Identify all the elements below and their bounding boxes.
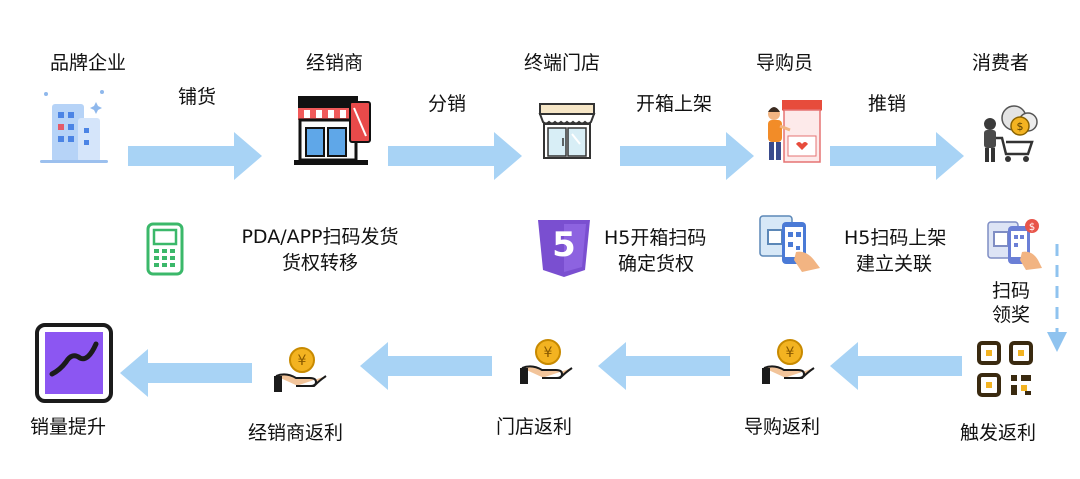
- html5-icon: 5: [536, 218, 592, 278]
- bottom-distributor-rebate-label: 经销商返利: [248, 422, 344, 444]
- node-distributor-label: 经销商: [306, 52, 364, 74]
- phone-reward-icon: $: [987, 219, 1042, 270]
- hand-coin-icon: ¥: [520, 339, 573, 384]
- arrow-stock: [128, 132, 262, 180]
- edge-stock-label: 铺货: [178, 86, 217, 108]
- edge-distribute-label: 分销: [428, 93, 467, 115]
- bottom-clerk-rebate-label: 导购返利: [744, 416, 821, 438]
- node-consumer-label: 消费者: [972, 52, 1030, 74]
- hand-coin-icon: ¥: [762, 339, 815, 384]
- bottom-store-rebate-label: 门店返利: [496, 416, 573, 438]
- arrow-left-3: [598, 342, 730, 390]
- pda-device-icon: [146, 222, 184, 276]
- chart-up-icon: [35, 323, 113, 403]
- bottom-trigger-rebate-label: 触发返利: [960, 422, 1037, 444]
- h5-open-text-line2: 确定货权: [618, 253, 695, 275]
- shopper-icon: $: [984, 105, 1038, 162]
- h5-shelf-text-line1: H5扫码上架: [844, 227, 947, 249]
- arrow-left-1: [120, 349, 252, 397]
- svg-text:¥: ¥: [544, 345, 553, 361]
- scan-reward-line1: 扫码: [991, 280, 1030, 302]
- node-clerk-label: 导购员: [756, 52, 814, 74]
- pda-text-line2: 货权转移: [281, 252, 358, 274]
- arrow-promote: [830, 132, 964, 180]
- dashed-down-arrow: [1047, 244, 1067, 352]
- wholesaler-store-icon: [294, 96, 371, 165]
- shop-front-icon: [538, 103, 596, 159]
- sales-clerk-icon: [768, 100, 822, 163]
- edge-promote-label: 推销: [868, 93, 907, 115]
- bottom-sales-up-label: 销量提升: [30, 416, 107, 438]
- svg-text:$: $: [1017, 120, 1024, 133]
- h5-open-text-line1: H5开箱扫码: [604, 227, 707, 249]
- arrow-left-4: [830, 342, 962, 390]
- svg-text:$: $: [1029, 222, 1035, 233]
- node-store-label: 终端门店: [524, 52, 601, 74]
- h5-shelf-text-line2: 建立关联: [856, 253, 933, 275]
- svg-text:¥: ¥: [786, 345, 795, 361]
- arrow-left-2: [360, 342, 492, 390]
- node-brand-label: 品牌企业: [50, 52, 127, 74]
- building-icon: [40, 90, 108, 163]
- arrow-shelve: [620, 132, 754, 180]
- hand-coin-icon: ¥: [274, 347, 327, 392]
- edge-shelve-label: 开箱上架: [636, 93, 713, 115]
- svg-text:¥: ¥: [298, 353, 307, 369]
- phone-scan-icon: [759, 215, 820, 272]
- html5-number: 5: [552, 225, 576, 265]
- scan-reward-line2: 领奖: [991, 304, 1030, 326]
- arrow-distribute: [388, 132, 522, 180]
- qr-code-icon: [977, 341, 1033, 397]
- pda-text-line1: PDA/APP扫码发货: [241, 226, 399, 248]
